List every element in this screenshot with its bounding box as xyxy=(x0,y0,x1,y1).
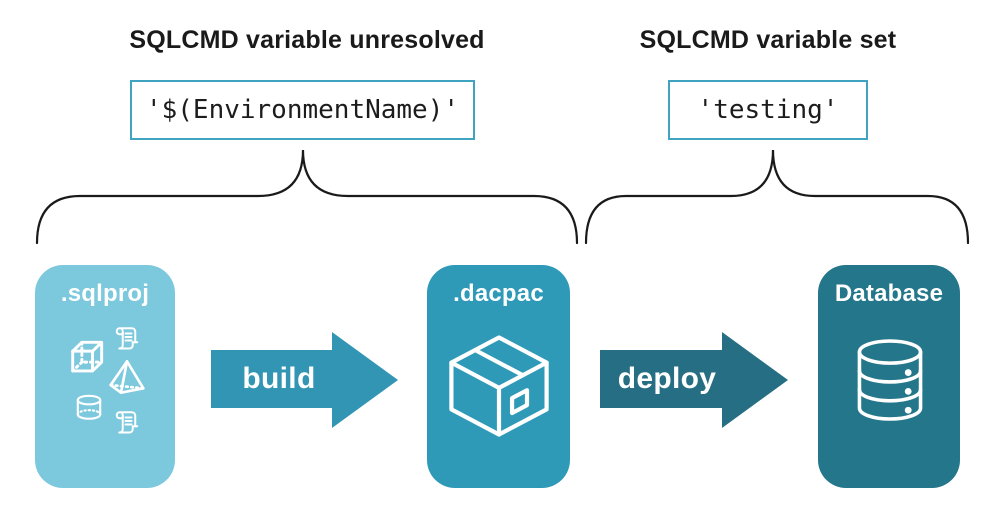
scroll-icon xyxy=(115,411,139,434)
card-sqlproj-label: .sqlproj xyxy=(60,280,150,307)
code-box-testing-value: 'testing' xyxy=(668,80,868,140)
deploy-arrow-label: deploy xyxy=(617,362,717,395)
build-arrow xyxy=(211,332,398,428)
package-box-icon xyxy=(449,335,549,437)
code-box-environment-variable: '$(EnvironmentName)' xyxy=(130,80,475,140)
left-brace xyxy=(35,149,579,245)
database-cylinder-icon xyxy=(857,339,923,421)
heading-sqlcmd-set: SQLCMD variable set xyxy=(639,26,897,54)
card-sqlproj: .sqlproj xyxy=(35,265,175,488)
code-text-environment-variable: '$(EnvironmentName)' xyxy=(145,95,460,125)
right-brace xyxy=(584,149,970,245)
scroll-icon xyxy=(115,327,139,350)
heading-sqlcmd-unresolved: SQLCMD variable unresolved xyxy=(129,26,485,54)
deploy-arrow xyxy=(600,332,788,428)
card-database: Database xyxy=(818,265,960,488)
cube-icon xyxy=(71,340,104,373)
build-arrow-label: build xyxy=(242,362,316,395)
card-dacpac-label: .dacpac xyxy=(453,280,544,307)
cylinder-icon xyxy=(76,394,102,420)
card-database-label: Database xyxy=(834,280,944,307)
code-text-testing-value: 'testing' xyxy=(697,95,839,125)
pyramid-icon xyxy=(109,360,145,394)
card-dacpac: .dacpac xyxy=(427,265,570,488)
